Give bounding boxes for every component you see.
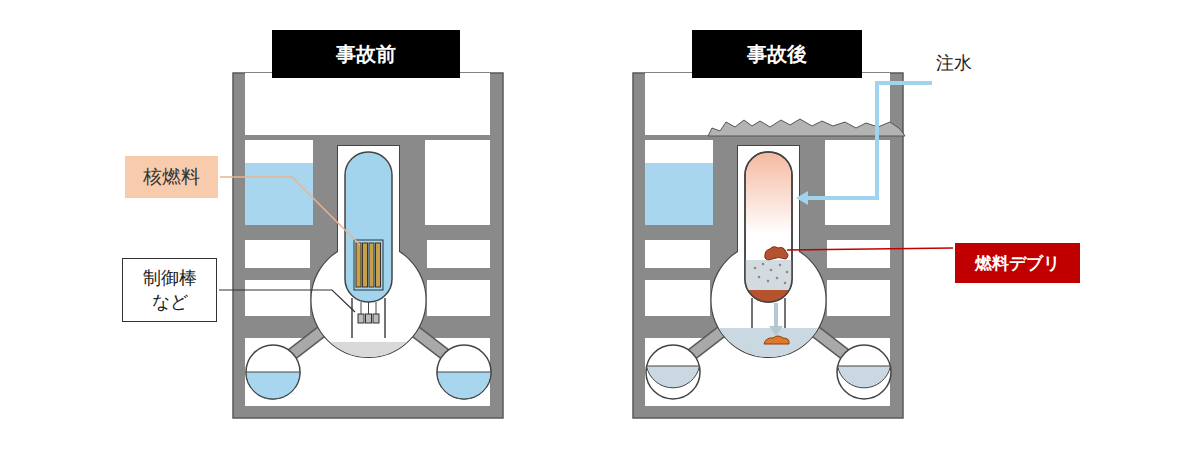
heading-box: 事故後 xyxy=(692,30,862,78)
node-text: 核燃料 xyxy=(143,164,200,190)
heading-box: 事故前 xyxy=(272,30,460,78)
node-text: 事故後 xyxy=(747,41,807,68)
annotation-label: 注水 xyxy=(936,51,972,75)
node-text: 燃料デブリ xyxy=(975,252,1060,275)
callout-box: 核燃料 xyxy=(125,156,218,198)
node-text: 制御棒 など xyxy=(139,266,200,315)
node-text: 事故前 xyxy=(336,41,396,68)
callout-box: 燃料デブリ xyxy=(955,243,1080,283)
callout-box: 制御棒 など xyxy=(122,258,217,322)
